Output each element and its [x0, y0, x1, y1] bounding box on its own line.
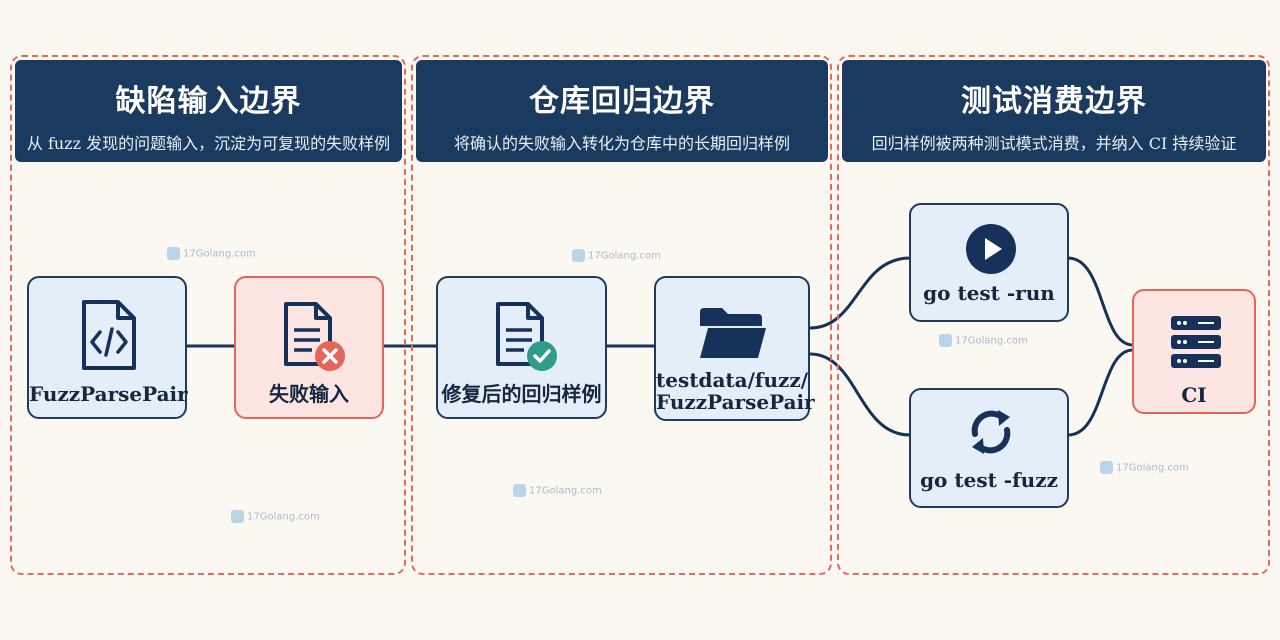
- section-title: 测试消费边界: [961, 84, 1147, 119]
- node-testdata-dir: testdata/fuzz/ FuzzParsePair: [654, 276, 815, 421]
- zone-repo-regression: [411, 55, 832, 575]
- section-subtitle: 从 fuzz 发现的问题输入，沉淀为可复现的失败样例: [26, 134, 391, 153]
- node-label: FuzzParsePair: [656, 390, 815, 414]
- watermark: 17Golang.com: [513, 484, 602, 497]
- file-error-icon: [284, 302, 345, 371]
- cycle-icon: [971, 410, 1011, 454]
- node-fixed-regression-sample: 修复后的回归样例: [436, 276, 607, 419]
- node-go-test-fuzz: go test -fuzz: [909, 388, 1069, 508]
- node-failing-input: 失败输入: [234, 276, 384, 419]
- node-go-test-run: go test -run: [909, 203, 1069, 322]
- node-label: testdata/fuzz/: [656, 368, 809, 392]
- file-check-icon: [496, 302, 557, 371]
- node-label: CI: [1181, 383, 1207, 407]
- watermark-logo-icon: [939, 334, 952, 347]
- node-label: go test -fuzz: [920, 468, 1058, 492]
- watermark: 17Golang.com: [1100, 461, 1189, 474]
- section-subtitle: 将确认的失败输入转化为仓库中的长期回归样例: [453, 134, 790, 153]
- section-title: 缺陷输入边界: [115, 84, 302, 119]
- zone-test-consumption: [837, 55, 1270, 575]
- zone-defect-input: [10, 55, 406, 575]
- node-label: go test -run: [923, 281, 1055, 305]
- watermark-logo-icon: [167, 247, 180, 260]
- section-subtitle: 回归样例被两种测试模式消费，并纳入 CI 持续验证: [871, 134, 1237, 153]
- section-header-test-consumption: 测试消费边界 回归样例被两种测试模式消费，并纳入 CI 持续验证: [842, 60, 1266, 162]
- server-icon: [1171, 316, 1221, 368]
- node-label: 失败输入: [269, 382, 349, 406]
- node-fuzz-parse-pair: FuzzParsePair: [27, 276, 188, 419]
- connector-run-to-ci: [1067, 256, 1134, 347]
- node-label: FuzzParsePair: [29, 382, 188, 406]
- node-label: 修复后的回归样例: [441, 382, 602, 406]
- code-file-icon: [82, 300, 136, 370]
- connector-testdata-to-fuzz: [809, 352, 911, 437]
- watermark: 17Golang.com: [231, 510, 320, 523]
- connector-fuzz-to-ci: [1067, 348, 1134, 437]
- watermark: 17Golang.com: [167, 247, 256, 260]
- connector-testdata-to-run: [809, 256, 911, 330]
- watermark-logo-icon: [513, 484, 526, 497]
- watermark-logo-icon: [1100, 461, 1113, 474]
- watermark: 17Golang.com: [939, 334, 1028, 347]
- section-title: 仓库回归边界: [529, 84, 715, 119]
- watermark-logo-icon: [572, 249, 585, 262]
- play-icon: [966, 224, 1016, 274]
- watermark-logo-icon: [231, 510, 244, 523]
- folder-icon: [700, 308, 766, 358]
- watermark: 17Golang.com: [572, 249, 661, 262]
- node-ci: CI: [1132, 289, 1256, 414]
- section-header-defect-input: 缺陷输入边界 从 fuzz 发现的问题输入，沉淀为可复现的失败样例: [15, 60, 402, 162]
- section-header-repo-regression: 仓库回归边界 将确认的失败输入转化为仓库中的长期回归样例: [416, 60, 828, 162]
